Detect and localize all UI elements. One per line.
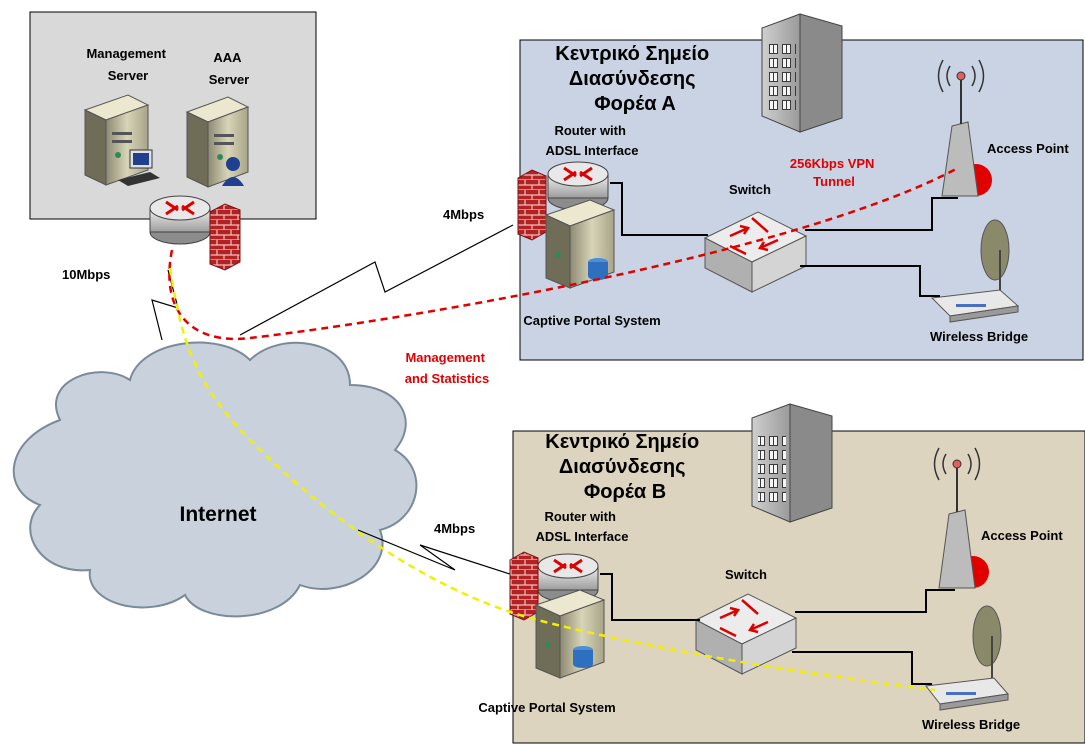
wan-link-site-b: [357, 529, 514, 576]
site-a-access-point-icon: [937, 59, 992, 197]
management-uplink-speed: 10Mbps: [62, 267, 110, 282]
site-a-link-speed: 4Mbps: [443, 207, 484, 222]
management-router-icon: [149, 195, 211, 245]
site-a-wire-router-switch: [610, 182, 708, 236]
management-server-label: Management Server: [86, 46, 169, 83]
site-b-router-label: Router with ADSL Interface: [536, 509, 629, 544]
internet-label: Internet: [179, 503, 256, 526]
site-a-wire-switch-bridge: [800, 265, 940, 297]
site-a-captive-portal-label: Captive Portal System: [523, 313, 660, 328]
site-a-access-point-label: Access Point: [987, 141, 1069, 156]
site-b-access-point-icon: [933, 447, 989, 589]
site-a-router-icon: [547, 161, 609, 211]
management-server-icon: [83, 94, 160, 186]
site-b-building-icon: [751, 403, 833, 523]
site-b-wire-switch-ap: [795, 589, 955, 613]
site-a-firewall-icon: [517, 169, 547, 241]
site-b-title: Κεντρικό Σημείο Διασύνδεσης Φορέα Β: [545, 431, 704, 503]
site-a-title: Κεντρικό Σημείο Διασύνδεσης Φορέα Α: [555, 43, 714, 115]
management-bridge-line: [168, 267, 936, 692]
site-a-captive-portal-icon: [544, 199, 616, 289]
site-b-switch-label: Switch: [725, 567, 767, 582]
wan-link-site-a: [239, 224, 514, 336]
site-a-building-icon: [761, 13, 843, 133]
site-b-wireless-bridge-icon: [925, 605, 1009, 711]
site-a-wireless-bridge-label: Wireless Bridge: [930, 329, 1028, 344]
internet-cloud: [12, 341, 418, 618]
site-a-router-label: Router with ADSL Interface: [546, 123, 639, 158]
wan-link-management: [151, 269, 179, 341]
site-a-switch-label: Switch: [729, 182, 771, 197]
site-a-wireless-bridge-icon: [930, 219, 1020, 323]
aaa-server-label: AAA Server: [209, 50, 249, 87]
site-b-captive-portal-icon: [534, 589, 606, 679]
site-b-wire-router-switch: [600, 573, 700, 621]
site-b-firewall-icon: [509, 551, 539, 621]
site-b-wire-switch-bridge: [792, 651, 932, 685]
site-b-captive-portal-label: Captive Portal System: [478, 700, 615, 715]
management-firewall-icon: [209, 203, 241, 271]
site-b-access-point-label: Access Point: [981, 528, 1063, 543]
site-a-vpn-label: 256Kbps VPN Tunnel: [790, 156, 878, 189]
site-b-link-speed: 4Mbps: [434, 521, 475, 536]
aaa-server-icon: [185, 96, 250, 188]
site-a-wire-switch-ap: [805, 197, 958, 231]
management-zone: [29, 11, 317, 220]
management-statistics-label: Management and Statistics: [405, 350, 490, 386]
site-b-wireless-bridge-label: Wireless Bridge: [922, 717, 1020, 732]
vpn-tunnel-line: [168, 166, 959, 341]
